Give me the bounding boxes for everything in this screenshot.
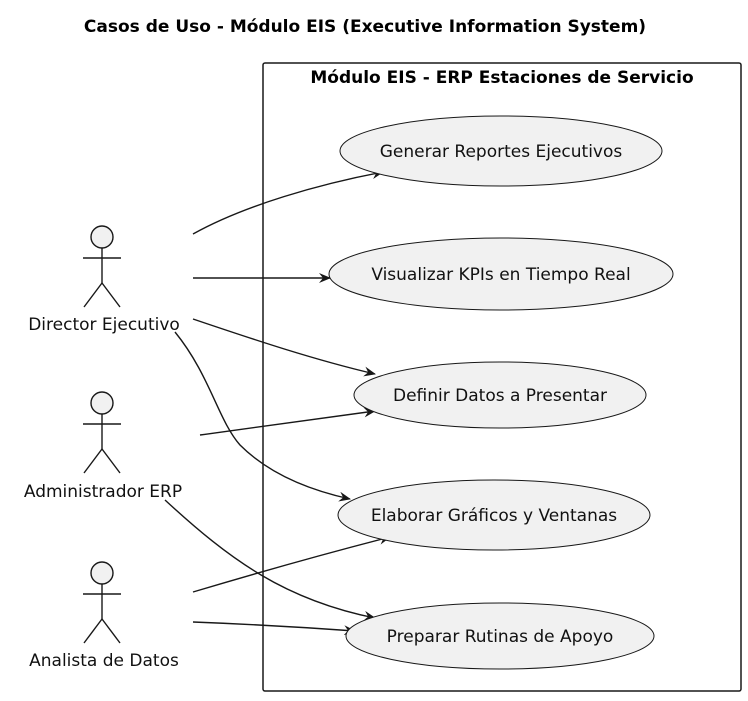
actor-label: Director Ejecutivo (28, 315, 180, 335)
association-analista-graficos (192, 534, 391, 593)
association-director-graficos (174, 331, 351, 502)
association-director-datos (192, 318, 376, 377)
use-case-datos: Definir Datos a Presentar (353, 361, 647, 429)
actor-icon (83, 391, 121, 474)
actor-director: Director Ejecutivo (28, 225, 180, 335)
use-case-label: Definir Datos a Presentar (393, 386, 607, 406)
actor-label: Analista de Datos (29, 651, 179, 671)
association-director-reportes (192, 169, 384, 235)
use-case-ellipse (337, 479, 651, 551)
association-admin-datos (199, 407, 376, 436)
use-case-kpis: Visualizar KPIs en Tiempo Real (328, 237, 674, 311)
use-case-ellipse (339, 115, 663, 187)
use-case-graficos: Elaborar Gráficos y Ventanas (337, 479, 651, 551)
actor-label: Administrador ERP (24, 482, 182, 502)
diagram-title: Casos de Uso - Módulo EIS (Executive Inf… (84, 17, 646, 37)
actor-icon (83, 561, 121, 644)
use-case-ellipse (328, 237, 674, 311)
association-admin-rutinas (164, 499, 376, 621)
use-case-label: Generar Reportes Ejecutivos (380, 142, 623, 162)
use-case-label: Preparar Rutinas de Apoyo (387, 627, 614, 647)
actor-icon (83, 225, 121, 308)
use-case-label: Elaborar Gráficos y Ventanas (371, 506, 617, 526)
use-case-ellipse (353, 361, 647, 429)
association-analista-rutinas (192, 621, 356, 636)
associations (164, 169, 391, 636)
use-case-reportes: Generar Reportes Ejecutivos (339, 115, 663, 187)
system-boundary: Módulo EIS - ERP Estaciones de Servicio (262, 62, 742, 692)
use-case-rutinas: Preparar Rutinas de Apoyo (345, 602, 655, 670)
actor-analista: Analista de Datos (29, 561, 179, 671)
system-boundary-frame (262, 62, 742, 692)
system-boundary-title: Módulo EIS - ERP Estaciones de Servicio (310, 68, 693, 88)
actor-admin: Administrador ERP (24, 391, 182, 502)
use-case-ellipse (345, 602, 655, 670)
use-case-label: Visualizar KPIs en Tiempo Real (371, 265, 630, 285)
